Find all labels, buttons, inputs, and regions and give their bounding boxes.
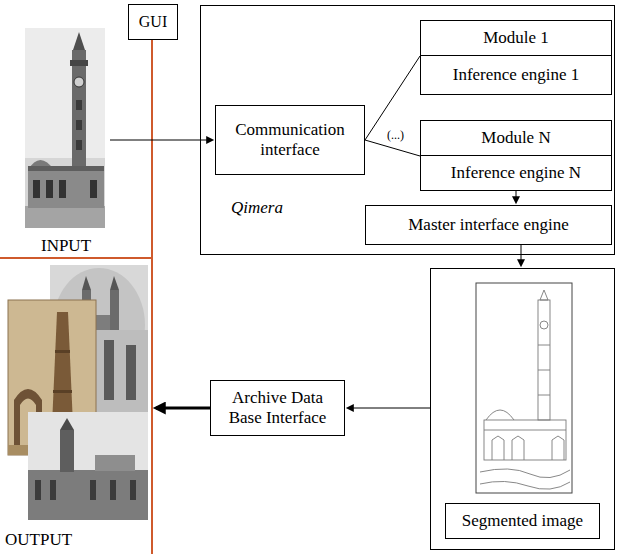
connector bbox=[349, 408, 430, 409]
gui-separator bbox=[0, 257, 152, 259]
node-text: Module N bbox=[481, 128, 550, 148]
system-frame: Qimera Communication interface Module 1 Inf… bbox=[200, 5, 615, 255]
segmented-sketch bbox=[476, 283, 572, 493]
input-photo bbox=[25, 28, 105, 228]
node-text: Archive Data Base Interface bbox=[222, 388, 334, 427]
caption-box: Segmented image bbox=[445, 503, 600, 539]
engine-box: Master interface engine bbox=[365, 205, 612, 245]
node-text: GUI bbox=[139, 13, 167, 31]
gui-box: GUI bbox=[128, 4, 178, 40]
connector bbox=[365, 140, 420, 156]
output-images: OUTPUT bbox=[5, 262, 152, 550]
node-text: Inference engine 1 bbox=[453, 65, 579, 85]
connector bbox=[156, 407, 210, 410]
engine-box: Inference engine N bbox=[420, 155, 612, 191]
connector bbox=[516, 191, 517, 201]
engine-box: Inference engine 1 bbox=[420, 55, 612, 95]
connector bbox=[110, 140, 211, 141]
result-frame: Segmented image bbox=[430, 268, 615, 550]
node-text: Qimera bbox=[231, 198, 283, 218]
node-text: OUTPUT bbox=[5, 530, 72, 550]
input-image: INPUT bbox=[22, 26, 110, 256]
node-text: INPUT bbox=[41, 236, 91, 256]
node-text: Segmented image bbox=[462, 511, 583, 531]
module-box: Module N bbox=[420, 120, 612, 156]
ellipsis-label: (...) bbox=[386, 128, 405, 142]
module-box: Module 1 bbox=[420, 20, 612, 56]
process-box: Communication interface bbox=[215, 105, 365, 175]
node-text: Inference engine N bbox=[451, 163, 581, 183]
output-photos bbox=[8, 265, 148, 520]
node-text: Communication interface bbox=[224, 120, 356, 159]
node-text: Master interface engine bbox=[408, 215, 568, 235]
gui-separator bbox=[151, 40, 153, 554]
process-box: Archive Data Base Interface bbox=[210, 380, 345, 436]
node-text: Module 1 bbox=[483, 28, 549, 48]
